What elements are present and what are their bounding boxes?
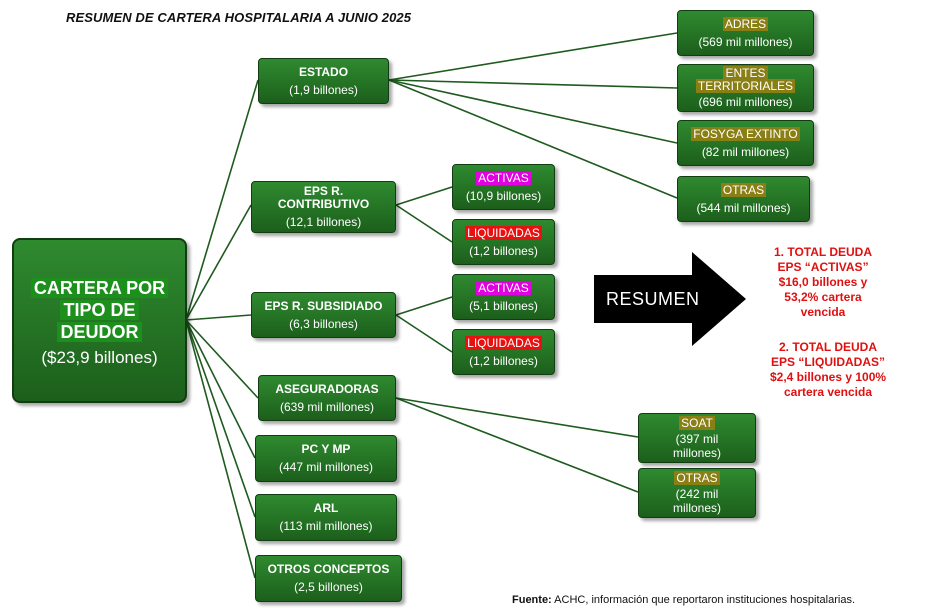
link-aseg-soat: [395, 397, 639, 438]
otras-estado-value: (544 mil millones): [696, 200, 791, 215]
otras-aseg-value-2: millones): [672, 500, 721, 515]
arl-label: ARL: [313, 501, 339, 515]
otros-conceptos-label: OTROS CONCEPTOS: [267, 562, 390, 576]
aseguradoras-value: (639 mil millones): [279, 399, 375, 414]
note2-line-2: EPS “LIQUIDADAS”: [770, 355, 885, 369]
fosyga-label: FOSYGA EXTINTO: [691, 126, 800, 141]
node-contrib-activas[interactable]: ACTIVAS (10,9 billones): [452, 164, 555, 210]
entes-value: (696 mil millones): [698, 95, 793, 109]
node-contrib-liquidadas[interactable]: LIQUIDADAS (1,2 billones): [452, 219, 555, 265]
link-estado-entes: [388, 79, 678, 89]
link-root-subsidiado: [185, 314, 252, 321]
link-root-otros: [185, 319, 256, 579]
node-eps-contributivo[interactable]: EPS R. CONTRIBUTIVO (12,1 billones): [251, 181, 396, 233]
contributivo-label-1: EPS R.: [303, 184, 344, 198]
link-contrib-activas: [395, 186, 453, 206]
soat-value-2: millones): [672, 445, 721, 460]
note1-line-3: $16,0 billones y: [778, 275, 868, 289]
node-otros-conceptos[interactable]: OTROS CONCEPTOS (2,5 billones): [255, 555, 402, 602]
node-fosyga[interactable]: FOSYGA EXTINTO (82 mil millones): [677, 120, 814, 166]
entes-label-2: TERRITORIALES: [695, 79, 796, 93]
node-pc-mp[interactable]: PC Y MP (447 mil millones): [255, 435, 397, 482]
diagram-title: RESUMEN DE CARTERA HOSPITALARIA A JUNIO …: [66, 10, 412, 25]
source-note: Fuente: ACHC, información que reportaron…: [512, 594, 855, 606]
otros-conceptos-value: (2,5 billones): [294, 580, 363, 594]
pcmp-value: (447 mil millones): [278, 460, 374, 474]
estado-value: (1,9 billones): [289, 82, 358, 97]
note1-line-2: EPS “ACTIVAS”: [777, 260, 869, 274]
contrib-liquidadas-value: (1,2 billones): [469, 243, 538, 258]
subsidiado-value: (6,3 billones): [289, 316, 358, 331]
node-otras-aseguradoras[interactable]: OTRAS (242 mil millones): [638, 468, 756, 518]
link-root-pcmp: [185, 319, 256, 459]
node-soat[interactable]: SOAT (397 mil millones): [638, 413, 756, 463]
note2-line-4: cartera vencida: [783, 385, 873, 399]
note1-line-5: vencida: [800, 305, 846, 319]
node-subs-activas[interactable]: ACTIVAS (5,1 billones): [452, 274, 555, 320]
note1-line-4: 53,2% cartera: [784, 290, 862, 304]
link-aseg-otras: [395, 397, 639, 493]
otras-aseg-label: OTRAS: [674, 470, 720, 485]
note1-line-1: 1. TOTAL DEUDA: [773, 245, 872, 259]
resumen-arrow-label: RESUMEN: [606, 289, 700, 309]
contrib-activas-value: (10,9 billones): [465, 188, 542, 203]
node-eps-subsidiado[interactable]: EPS R. SUBSIDIADO (6,3 billones): [251, 292, 396, 338]
link-estado-fosyga: [388, 79, 678, 144]
pcmp-label: PC Y MP: [301, 442, 351, 456]
soat-label: SOAT: [679, 415, 715, 430]
subs-activas-value: (5,1 billones): [469, 298, 538, 313]
node-cartera-root[interactable]: CARTERA POR TIPO DE DEUDOR ($23,9 billon…: [12, 238, 187, 403]
otras-estado-label: OTRAS: [720, 182, 767, 197]
note-total-activas: 1. TOTAL DEUDA EPS “ACTIVAS” $16,0 billo…: [748, 245, 898, 320]
link-subs-activas: [395, 296, 453, 316]
subs-activas-label: ACTIVAS: [476, 280, 531, 295]
note2-line-1: 2. TOTAL DEUDA: [778, 340, 877, 354]
source-prefix: Fuente:: [512, 594, 552, 606]
contrib-activas-label: ACTIVAS: [476, 170, 531, 185]
root-value: ($23,9 billones): [41, 347, 158, 367]
note2-line-3: $2,4 billones y 100%: [769, 370, 887, 384]
adres-label: ADRES: [722, 16, 769, 31]
node-adres[interactable]: ADRES (569 mil millones): [677, 10, 814, 56]
root-label-2: TIPO DE: [60, 299, 139, 320]
link-root-contributivo: [185, 204, 252, 321]
resumen-arrow-shape: [594, 252, 746, 346]
source-text: ACHC, información que reportaron institu…: [551, 594, 855, 606]
link-root-arl: [185, 319, 256, 518]
root-label-3: DEUDOR: [57, 321, 142, 342]
link-subs-liquidadas: [395, 314, 453, 353]
node-entes-territoriales[interactable]: ENTES TERRITORIALES (696 mil millones): [677, 64, 814, 112]
subsidiado-label: EPS R. SUBSIDIADO: [264, 298, 383, 313]
contrib-liquidadas-label: LIQUIDADAS: [465, 225, 542, 240]
node-aseguradoras[interactable]: ASEGURADORAS (639 mil millones): [258, 375, 396, 421]
arl-value: (113 mil millones): [279, 519, 373, 533]
node-arl[interactable]: ARL (113 mil millones): [255, 494, 397, 541]
contributivo-label-2: CONTRIBUTIVO: [277, 197, 370, 211]
note-total-liquidadas: 2. TOTAL DEUDA EPS “LIQUIDADAS” $2,4 bil…: [748, 340, 908, 400]
link-contrib-liquidadas: [395, 204, 453, 243]
node-subs-liquidadas[interactable]: LIQUIDADAS (1,2 billones): [452, 329, 555, 375]
subs-liquidadas-label: LIQUIDADAS: [465, 335, 542, 350]
root-label-1: CARTERA POR: [30, 277, 169, 298]
contributivo-value: (12,1 billones): [285, 215, 362, 229]
node-otras-estado[interactable]: OTRAS (544 mil millones): [677, 176, 810, 222]
link-root-estado: [185, 79, 259, 321]
subs-liquidadas-value: (1,2 billones): [469, 353, 538, 368]
aseguradoras-label: ASEGURADORAS: [275, 381, 379, 396]
fosyga-value: (82 mil millones): [701, 144, 790, 159]
link-estado-otras: [388, 79, 678, 199]
soat-value-1: (397 mil: [675, 431, 719, 446]
node-estado[interactable]: ESTADO (1,9 billones): [258, 58, 389, 104]
entes-label-1: ENTES: [723, 66, 768, 80]
link-estado-adres: [388, 32, 678, 81]
estado-label: ESTADO: [298, 64, 349, 79]
otras-aseg-value-1: (242 mil: [675, 486, 719, 501]
link-root-aseguradoras: [185, 319, 259, 399]
adres-value: (569 mil millones): [698, 34, 793, 49]
